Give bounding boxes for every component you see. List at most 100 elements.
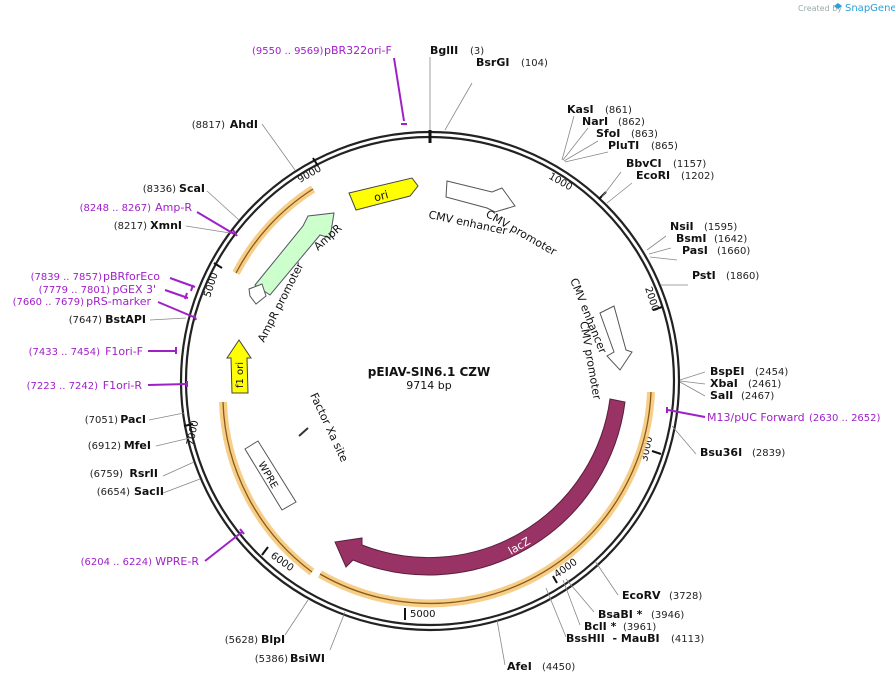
site-pos-bsabi: (3946) [651, 610, 684, 621]
site-label-scai[interactable]: ScaI [179, 182, 205, 195]
site-pos-mfei: (6912) [88, 441, 121, 452]
primer-label-pbrforeco[interactable]: pBRforEco [103, 270, 160, 283]
site-label-bsabi[interactable]: BsaBI * [598, 608, 643, 621]
snapgene-logo-icon [834, 3, 842, 9]
site-pos-bsmi: (1642) [714, 234, 747, 245]
site-pos-sfoi: (863) [631, 129, 658, 140]
svg-text:ori: ori [373, 188, 390, 204]
site-label-bsshii-maubi[interactable]: BssHII - MauBI [566, 632, 660, 645]
site-pos-bcli: (3961) [623, 622, 656, 633]
site-label-sfoi[interactable]: SfoI [596, 127, 620, 140]
site-pos-scai: (8336) [143, 184, 176, 195]
site-label-bsiwi[interactable]: BsiWI [290, 652, 325, 665]
site-label-ahdi[interactable]: AhdI [230, 118, 258, 131]
orf-highlights [219, 185, 655, 608]
primer-markers [147, 57, 706, 562]
site-pos-bglii: (3) [470, 46, 484, 57]
site-label-xmni[interactable]: XmnI [150, 219, 182, 232]
primer-label-pgex3[interactable]: pGEX 3' [112, 283, 156, 296]
site-label-bglii[interactable]: BglII [430, 44, 458, 57]
site-pos-ahdi: (8817) [192, 120, 225, 131]
site-label-pluti[interactable]: PluTI [608, 139, 639, 152]
site-label-bspei[interactable]: BspEI [710, 365, 744, 378]
site-label-bbvci[interactable]: BbvCI [626, 157, 662, 170]
site-leader-lines [148, 57, 706, 666]
site-pos-bsshii-maubi: (4113) [671, 634, 704, 645]
primer-range-f1ori-f: (7433 .. 7454) [29, 347, 101, 358]
brand-name[interactable]: SnapGene [845, 3, 895, 14]
primer-label-amp-r[interactable]: Amp-R [155, 201, 192, 214]
feature-ampr-promoter[interactable] [248, 283, 267, 305]
feature-ampr[interactable] [254, 212, 335, 296]
site-label-bsmi[interactable]: BsmI [676, 232, 707, 245]
site-pos-xmni: (8217) [114, 221, 147, 232]
site-label-bcli[interactable]: BclI * [584, 620, 617, 633]
primer-label-f1ori-f[interactable]: F1ori-F [105, 345, 143, 358]
plasmid-length: 9714 bp [406, 379, 451, 392]
site-pos-pluti: (865) [651, 141, 678, 152]
feature-cmv-enhancer-1[interactable] [445, 180, 516, 213]
tick-marks [183, 157, 663, 620]
site-label-psti[interactable]: PstI [692, 269, 716, 282]
site-label-bstapi[interactable]: BstAPI [105, 313, 146, 326]
site-label-rsrii[interactable]: RsrII [129, 467, 158, 480]
site-pos-bspei: (2454) [755, 367, 788, 378]
site-label-paci[interactable]: PacI [120, 413, 146, 426]
site-label-sali[interactable]: SalI [710, 389, 733, 402]
primer-range-f1ori-r: (7223 .. 7242) [27, 381, 99, 392]
site-pos-paci: (7051) [85, 415, 118, 426]
svg-text:f1 ori: f1 ori [235, 362, 246, 388]
created-by-text: Created by [798, 4, 842, 13]
site-pos-psti: (1860) [726, 271, 759, 282]
primer-label-prs-marker[interactable]: pRS-marker [86, 295, 151, 308]
tick-label-9000: 9000 [296, 163, 324, 185]
site-pos-xbai: (2461) [748, 379, 781, 390]
site-pos-pasi: (1660) [717, 246, 750, 257]
tick-label-5000: 5000 [410, 609, 435, 620]
site-pos-sacii: (6654) [97, 487, 130, 498]
feature-cmv-enhancer-2[interactable] [599, 305, 633, 371]
plasmid-name: pEIAV-SIN6.1 CZW [368, 365, 490, 379]
site-label-pasi[interactable]: PasI [682, 244, 708, 257]
site-pos-sali: (2467) [741, 391, 774, 402]
site-label-bsu36i[interactable]: Bsu36I [700, 446, 742, 459]
primer-range-prs-marker: (7660 .. 7679) [13, 297, 85, 308]
primer-label-m13-puc-forward[interactable]: M13/pUC Forward [707, 411, 805, 424]
tick-label-2000: 2000 [642, 286, 660, 314]
primer-label-f1ori-r[interactable]: F1ori-R [103, 379, 143, 392]
site-label-kasi[interactable]: KasI [567, 103, 594, 116]
site-label-mfei[interactable]: MfeI [124, 439, 151, 452]
site-pos-bstapi: (7647) [69, 315, 102, 326]
site-pos-kasi: (861) [605, 105, 632, 116]
feature-ori[interactable]: ori [348, 177, 419, 211]
site-label-afei[interactable]: AfeI [507, 660, 532, 673]
primer-range-m13-puc-forward: (2630 .. 2652) [809, 413, 881, 424]
site-pos-ecorv: (3728) [669, 591, 702, 602]
site-pos-bsiwi: (5386) [255, 654, 288, 665]
primer-range-amp-r: (8248 .. 8267) [80, 203, 152, 214]
site-label-blpi[interactable]: BlpI [261, 633, 285, 646]
site-label-nsii[interactable]: NsiI [670, 220, 694, 233]
site-pos-bsu36i: (2839) [752, 448, 785, 459]
site-pos-bsrgi: (104) [521, 58, 548, 69]
feature-label-factor-xa-site: Factor Xa site [307, 391, 350, 465]
site-label-nari[interactable]: NarI [582, 115, 608, 128]
site-pos-bbvci: (1157) [673, 159, 706, 170]
site-pos-ecori: (1202) [681, 171, 714, 182]
site-pos-nsii: (1595) [704, 222, 737, 233]
site-pos-rsrii: (6759) [90, 469, 123, 480]
site-label-ecorv[interactable]: EcoRV [622, 589, 661, 602]
site-label-sacii[interactable]: SacII [134, 485, 164, 498]
feature-f1-ori[interactable]: f1 ori [226, 339, 252, 394]
primer-range-pbrforeco: (7839 .. 7857) [31, 272, 103, 283]
site-label-xbai[interactable]: XbaI [710, 377, 738, 390]
tick-label-7000: 7000 [185, 419, 201, 446]
site-label-bsrgi[interactable]: BsrGI [476, 56, 509, 69]
primer-label-pbr322ori-f[interactable]: pBR322ori-F [324, 44, 392, 57]
primer-range-pgex3: (7779 .. 7801) [39, 285, 111, 296]
site-label-ecori[interactable]: EcoRI [636, 169, 670, 182]
primer-label-wpre-r[interactable]: WPRE-R [155, 555, 199, 568]
site-pos-afei: (4450) [542, 662, 575, 673]
feature-factor-xa-site[interactable] [298, 427, 309, 437]
